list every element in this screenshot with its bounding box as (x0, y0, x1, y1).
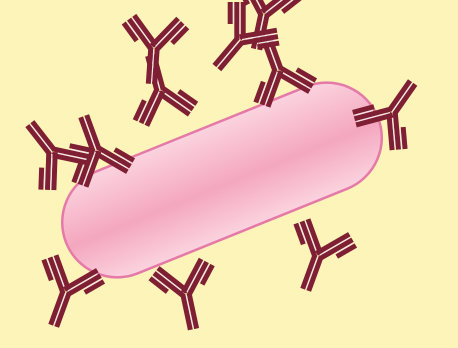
bacterium-antibody-diagram (0, 0, 458, 348)
diagram-canvas (0, 0, 458, 348)
